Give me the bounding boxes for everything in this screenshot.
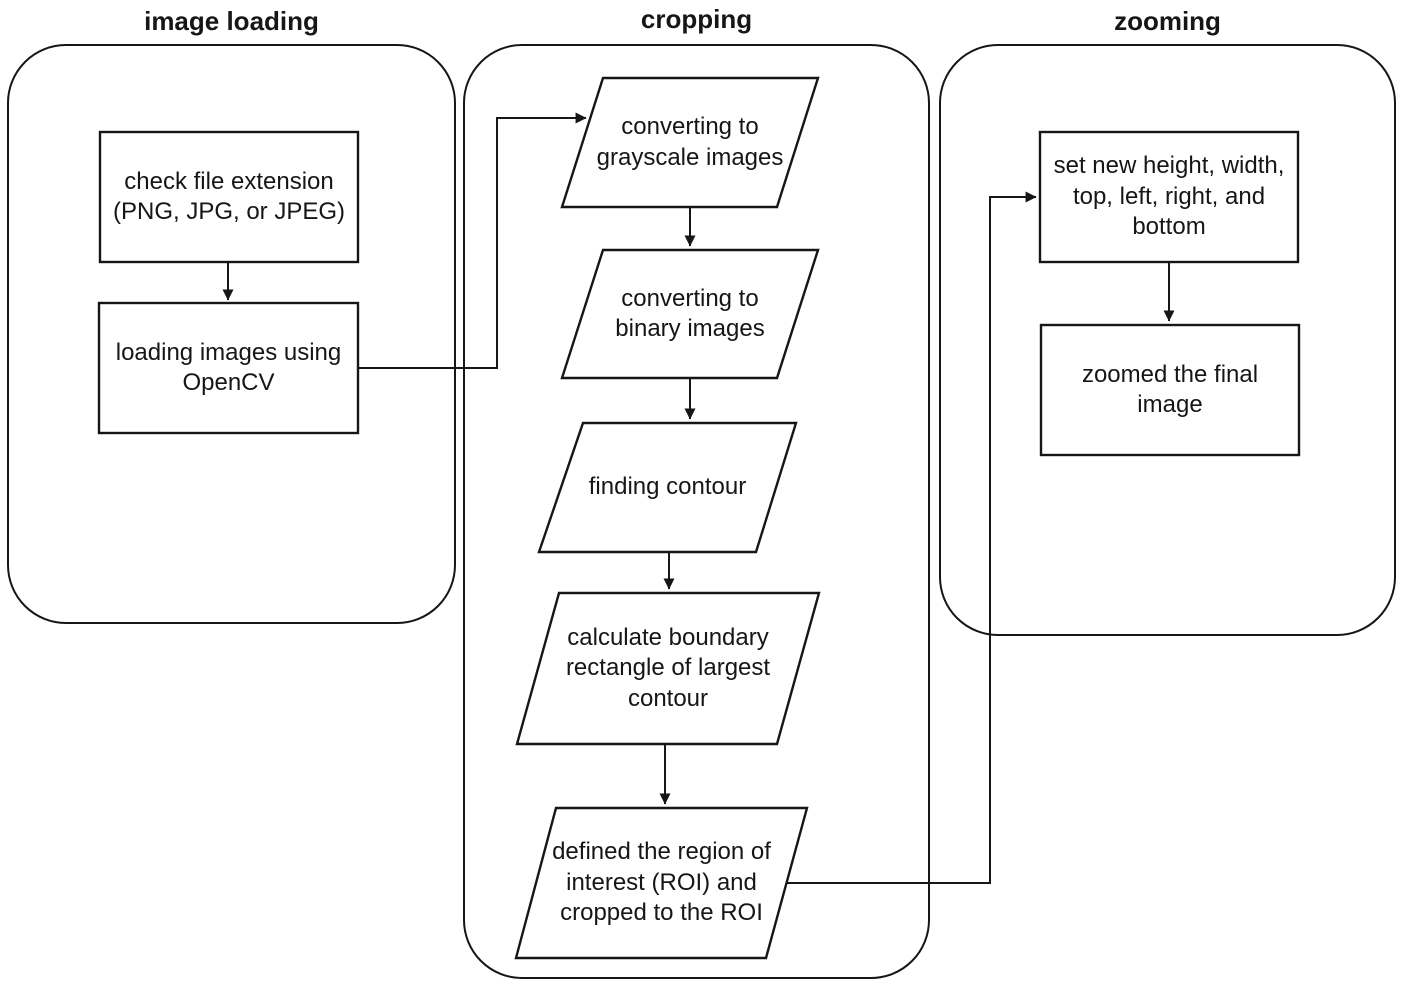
edge-load-opencv-to-grayscale: [358, 112, 587, 369]
node-calc-boundary-shape: [515, 591, 821, 746]
node-load-opencv-shape: [97, 301, 360, 435]
group-title-zooming: zooming: [1114, 6, 1221, 36]
edge-define-roi-to-set-dimensions: [786, 191, 1037, 884]
node-check-extension-shape: [98, 130, 360, 264]
group-image-loading-box: [7, 44, 456, 624]
node-to-grayscale-shape: [560, 76, 820, 209]
group-title-image-loading: image loading: [144, 6, 319, 36]
group-title-cropping: cropping: [640, 4, 753, 34]
node-zoom-final-shape: [1039, 323, 1301, 457]
group-cropping-box: [463, 44, 930, 979]
node-to-binary-shape: [560, 248, 820, 380]
node-find-contour-shape: [537, 421, 798, 554]
node-define-roi-shape: [514, 806, 809, 960]
node-set-dimensions-shape: [1038, 130, 1300, 264]
group-zooming-box: [939, 44, 1396, 636]
